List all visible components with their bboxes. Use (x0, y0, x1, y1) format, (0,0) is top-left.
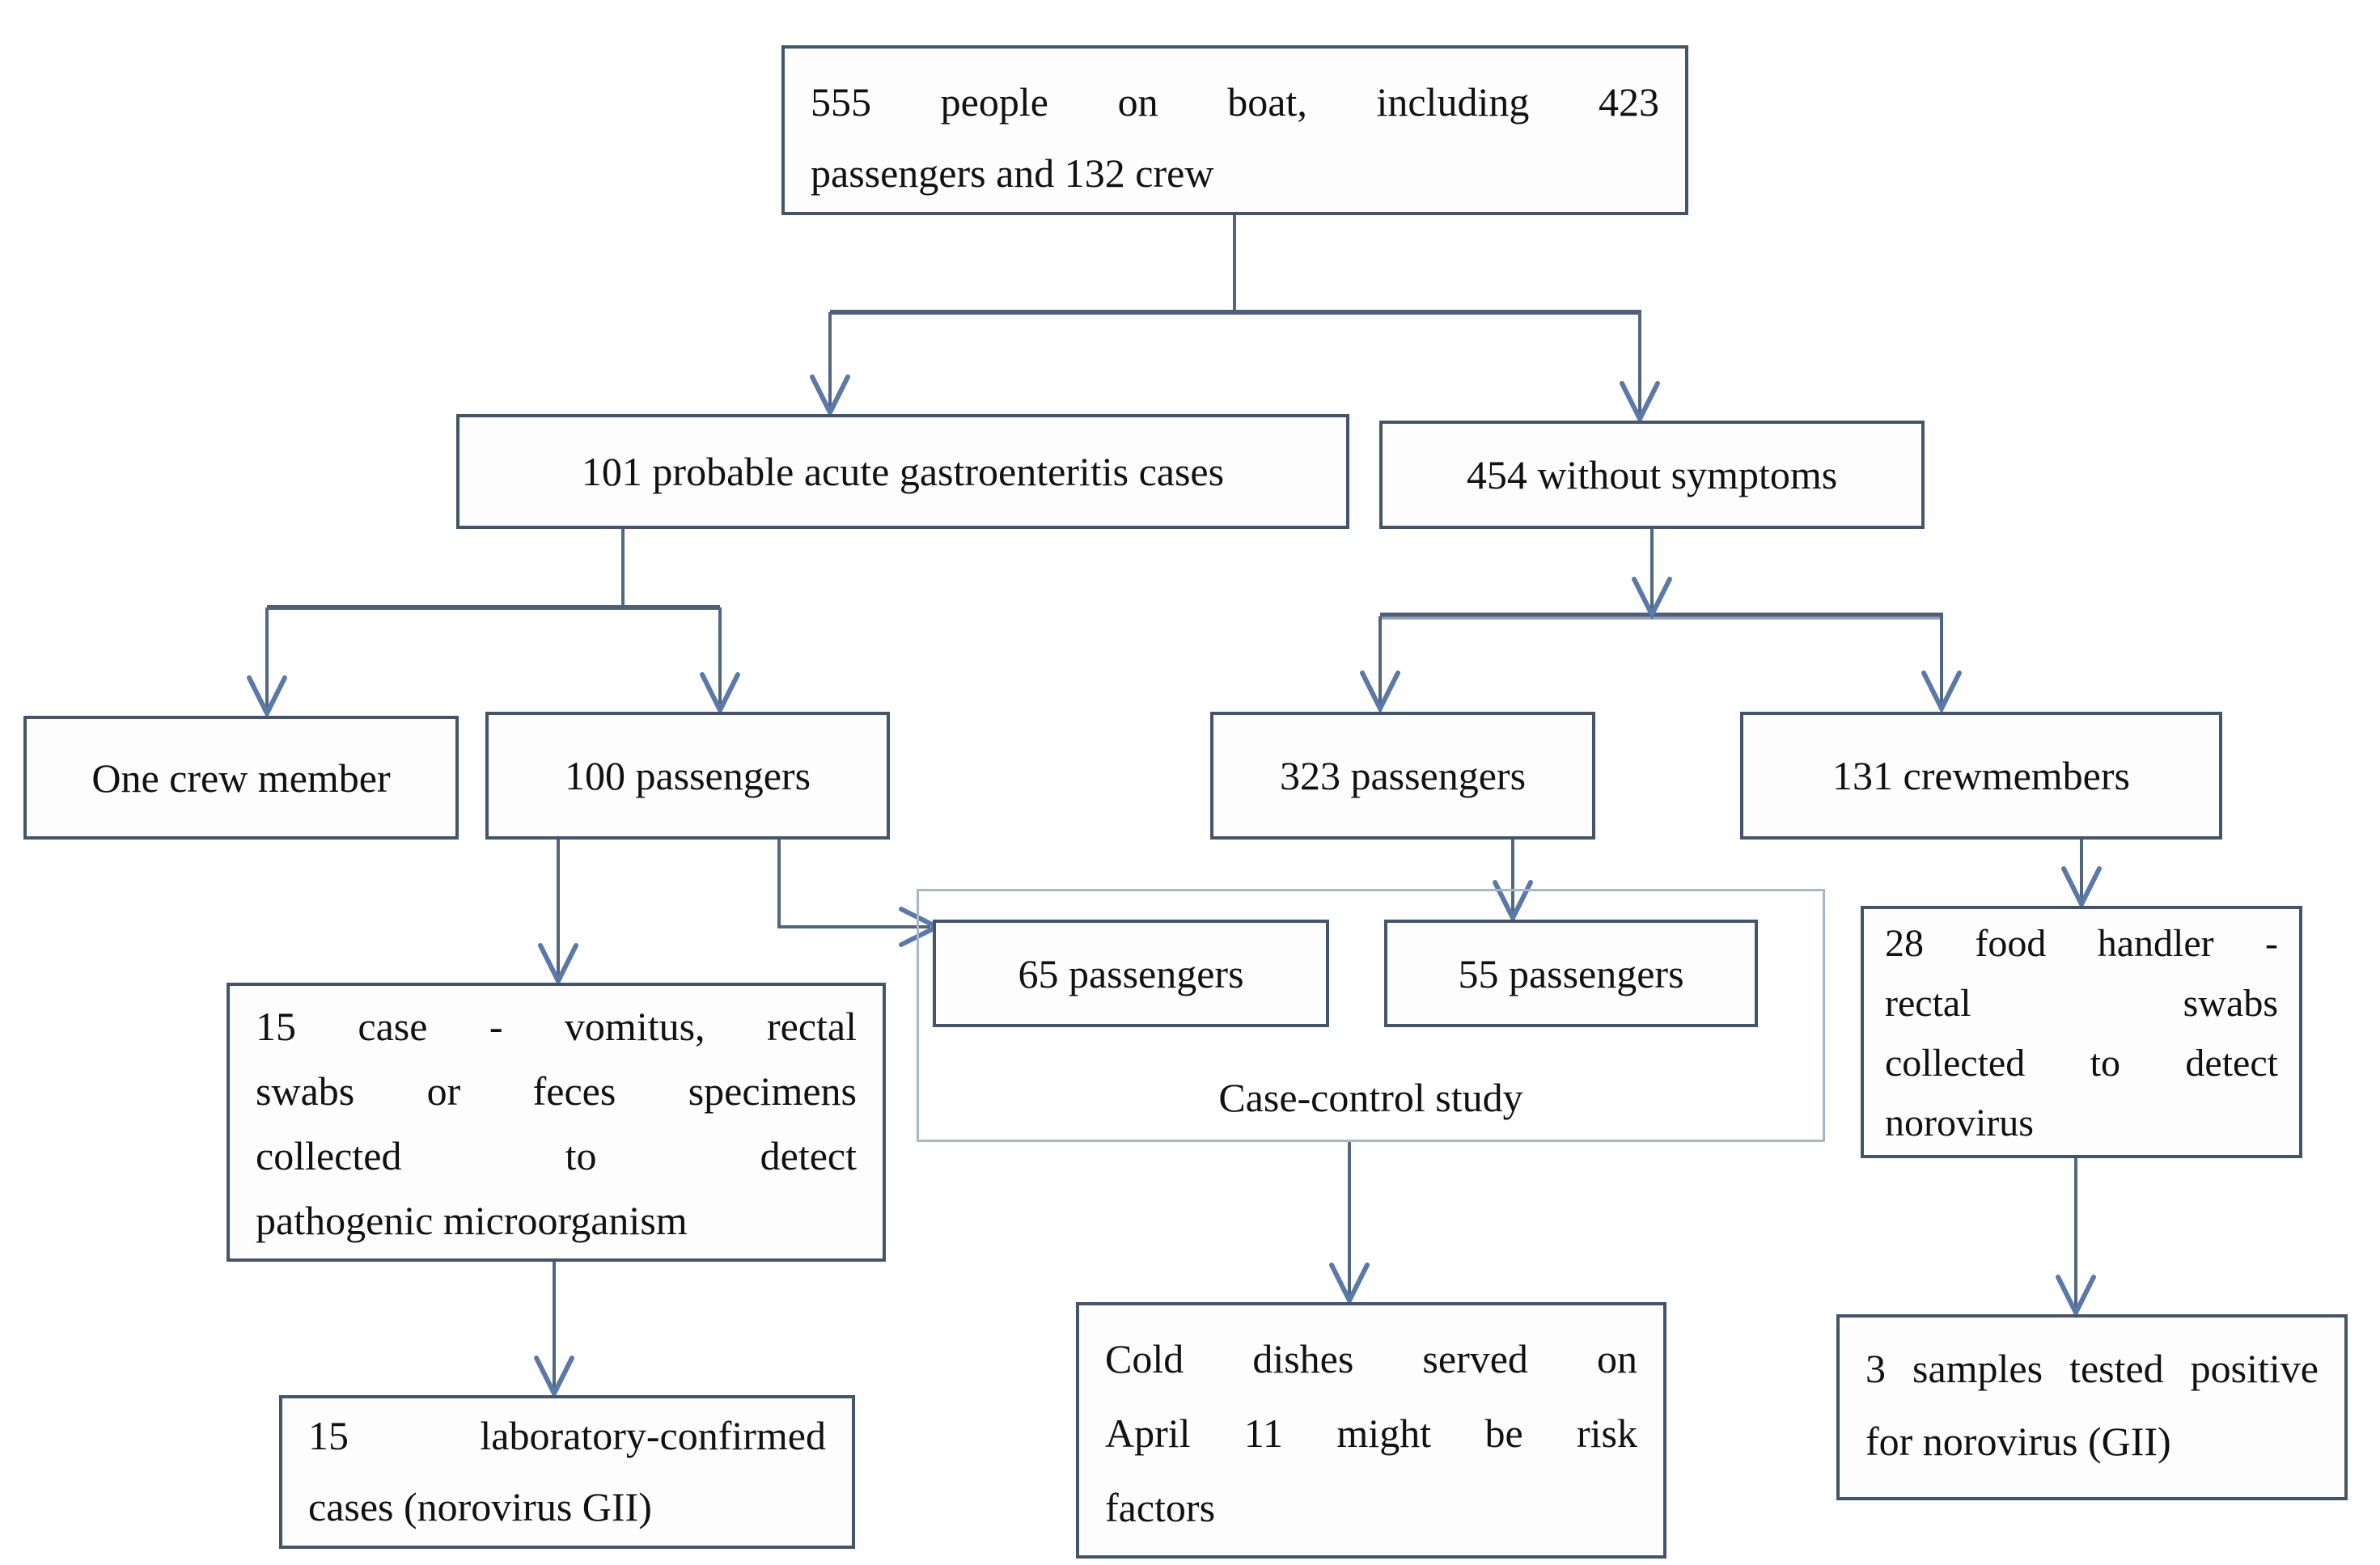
node-100-passengers: 100 passengers (485, 712, 890, 840)
text-line: pathogenic microorganism (256, 1198, 688, 1243)
node-55-passengers: 55 passengers (1384, 920, 1758, 1027)
text-line: April 11 might be risk (1105, 1411, 1637, 1456)
text-line: collected to detect (256, 1133, 857, 1178)
node-one-crew-member: One crew member (23, 716, 459, 840)
text-line: collected to detect (1885, 1042, 2278, 1085)
text-line: for norovirus (GII) (1865, 1419, 2171, 1464)
node-131-crewmembers: 131 crewmembers (1740, 712, 2222, 840)
node-risk-factors: Cold dishes served on April 11 might be r… (1076, 1302, 1666, 1559)
node-65-passengers: 65 passengers (933, 920, 1329, 1027)
case-control-container (917, 889, 1825, 1142)
text-line: rectal swabs (1885, 982, 2278, 1025)
text-line: swabs or feces specimens (256, 1068, 857, 1114)
text-line: factors (1105, 1485, 1216, 1530)
text-line: 3 samples tested positive (1865, 1346, 2319, 1391)
text-line: 15 laboratory-confirmed (308, 1413, 826, 1458)
text-line: norovirus (1885, 1102, 2034, 1144)
text-line: 15 case - vomitus, rectal (256, 1004, 857, 1049)
node-food-handler-swabs: 28 food handler - rectal swabs collected t… (1861, 906, 2302, 1158)
node-total-people: 555 people on boat, including 423 passeng… (781, 45, 1688, 215)
node-without-symptoms: 454 without symptoms (1379, 421, 1925, 529)
node-probable-cases: 101 probable acute gastroenteritis cases (456, 414, 1349, 529)
text-line: Cold dishes served on (1105, 1336, 1637, 1381)
text-line: 28 food handler - (1885, 922, 2278, 965)
text-line: passengers and 132 crew (811, 150, 1214, 196)
node-lab-confirmed: 15 laboratory-confirmed cases (norovirus … (279, 1395, 855, 1549)
text-line: cases (norovirus GII) (308, 1484, 652, 1529)
node-323-passengers: 323 passengers (1210, 712, 1595, 840)
text-line: 555 people on boat, including 423 (811, 79, 1659, 125)
node-specimens-collected: 15 case - vomitus, rectal swabs or feces … (227, 983, 886, 1262)
node-samples-positive: 3 samples tested positive for norovirus (… (1836, 1314, 2348, 1500)
case-control-label: Case-control study (1218, 1075, 1523, 1120)
